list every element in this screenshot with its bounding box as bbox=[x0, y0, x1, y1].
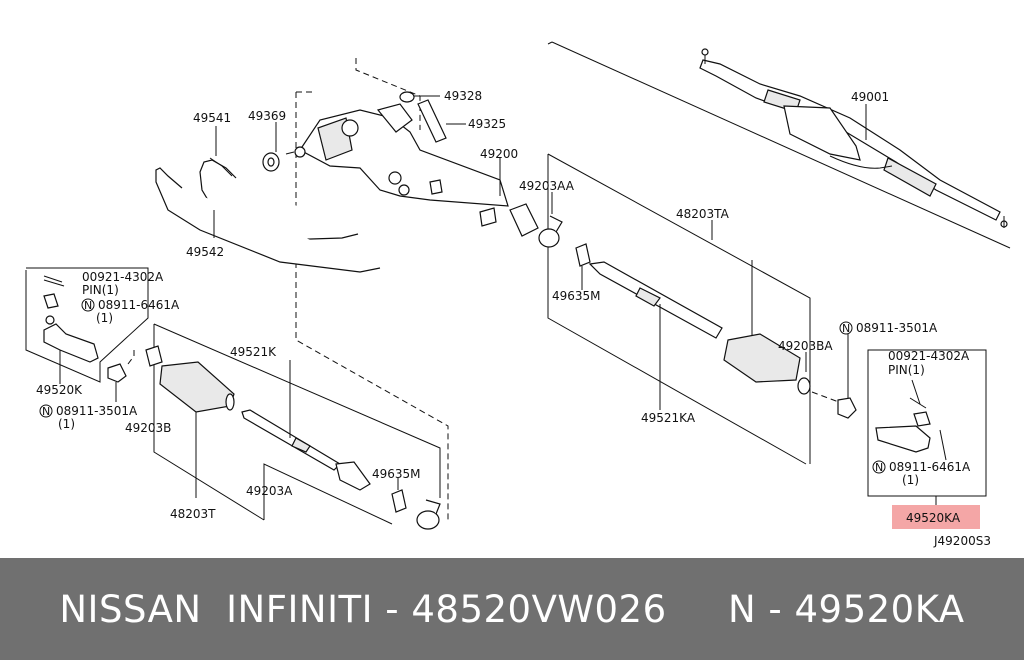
part-label-48203TA: 48203TA bbox=[676, 207, 730, 221]
part-label-49203B: 49203B bbox=[125, 421, 171, 435]
part-label-00921-right: 00921-4302A bbox=[888, 349, 970, 363]
part-label-08911-6461A-left: 08911-6461A bbox=[98, 298, 180, 312]
n-mark-6461-left: N bbox=[84, 299, 92, 312]
part-label-49369: 49369 bbox=[248, 109, 286, 123]
part-label-49635M-right: 49635M bbox=[552, 289, 601, 303]
part-label-49203A: 49203A bbox=[246, 484, 293, 498]
part-label-08911-3501A-left: 08911-3501A bbox=[56, 404, 138, 418]
part-label-49520K: 49520K bbox=[36, 383, 83, 397]
part-label-48203T: 48203T bbox=[170, 507, 216, 521]
part-label-49203BA: 49203BA bbox=[778, 339, 833, 353]
n-mark-3501-right: N bbox=[842, 322, 850, 335]
part-label-pin-right: PIN(1) bbox=[888, 363, 925, 377]
gear-housing-illustration bbox=[285, 103, 509, 227]
part-number-banner: NISSAN INFINITI - 48520VW026 N - 49520KA bbox=[0, 558, 1024, 660]
part-label-00921-left: 00921-4302A bbox=[82, 270, 164, 284]
part-label-08911-3501A-right: 08911-3501A bbox=[856, 321, 938, 335]
part-label-49325: 49325 bbox=[468, 117, 506, 131]
parts-diagram: 49001 49328 49325 49369 49541 49542 4920… bbox=[25, 41, 1011, 548]
part-label-49521K: 49521K bbox=[230, 345, 277, 359]
banner-part-number: NISSAN INFINITI - 48520VW026 bbox=[59, 587, 667, 631]
steering-rack-exploded-view: 49001 49328 49325 49369 49541 49542 4920… bbox=[25, 41, 1011, 548]
part-label-49203AA: 49203AA bbox=[519, 179, 575, 193]
qty-6461-left: (1) bbox=[96, 311, 113, 325]
diagram-reference: J49200S3 bbox=[933, 534, 991, 548]
highlight-box bbox=[892, 505, 980, 529]
part-label-49635M-left: 49635M bbox=[372, 467, 421, 481]
part-label-pin-left: PIN(1) bbox=[82, 283, 119, 297]
part-label-08911-6461A-right: 08911-6461A bbox=[889, 460, 971, 474]
part-label-49001: 49001 bbox=[851, 90, 889, 104]
part-label-49200: 49200 bbox=[480, 147, 518, 161]
part-label-49542: 49542 bbox=[186, 245, 224, 259]
rack-assembly-illustration bbox=[547, 41, 1011, 249]
qty-6461-right: (1) bbox=[902, 473, 919, 487]
part-label-49541: 49541 bbox=[193, 111, 231, 125]
n-mark-6461-right: N bbox=[875, 461, 883, 474]
qty-3501-left: (1) bbox=[58, 417, 75, 431]
part-label-49520KA[interactable]: 49520KA bbox=[906, 511, 961, 525]
n-mark-3501-left: N bbox=[42, 405, 50, 418]
part-label-49521KA: 49521KA bbox=[641, 411, 696, 425]
banner-alt-number: N - 49520KA bbox=[727, 587, 965, 631]
part-label-49328: 49328 bbox=[444, 89, 482, 103]
